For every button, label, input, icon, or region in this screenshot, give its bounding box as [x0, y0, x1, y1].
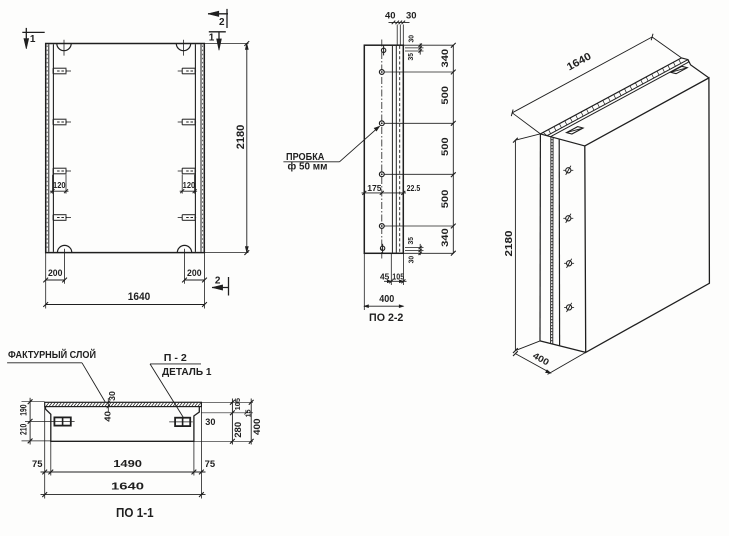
svg-text:120: 120 — [53, 180, 66, 190]
svg-text:400: 400 — [252, 418, 262, 435]
svg-text:1490: 1490 — [113, 458, 142, 470]
svg-text:75: 75 — [32, 459, 43, 470]
svg-text:2: 2 — [215, 275, 221, 286]
svg-text:340: 340 — [440, 228, 451, 247]
svg-text:22.5: 22.5 — [407, 183, 421, 193]
svg-text:105: 105 — [233, 398, 242, 410]
svg-text:200: 200 — [48, 268, 63, 279]
svg-text:ПО 1-1: ПО 1-1 — [116, 506, 154, 520]
svg-text:210: 210 — [19, 424, 29, 435]
svg-text:190: 190 — [19, 405, 29, 416]
svg-text:45: 45 — [380, 271, 390, 281]
svg-text:1: 1 — [30, 34, 36, 45]
svg-text:120: 120 — [183, 180, 196, 190]
svg-text:40: 40 — [385, 10, 396, 21]
svg-text:ДЕТАЛЬ 1: ДЕТАЛЬ 1 — [162, 366, 212, 378]
svg-text:2180: 2180 — [235, 125, 247, 150]
svg-text:2180: 2180 — [504, 230, 515, 257]
svg-text:40: 40 — [104, 410, 113, 421]
svg-text:35: 35 — [408, 237, 415, 245]
svg-text:1640: 1640 — [128, 291, 151, 303]
svg-text:400: 400 — [379, 294, 394, 305]
svg-text:30: 30 — [406, 10, 417, 21]
svg-text:П - 2: П - 2 — [164, 352, 187, 364]
svg-text:105: 105 — [392, 271, 404, 281]
svg-text:280: 280 — [233, 422, 243, 438]
svg-text:500: 500 — [440, 86, 451, 105]
svg-text:30: 30 — [108, 391, 117, 401]
svg-text:1640: 1640 — [565, 50, 594, 73]
svg-text:ПО 2-2: ПО 2-2 — [369, 312, 403, 324]
svg-text:30: 30 — [205, 417, 215, 428]
svg-text:ФАКТУРНЫЙ СЛОЙ: ФАКТУРНЫЙ СЛОЙ — [8, 348, 96, 361]
svg-text:30: 30 — [408, 256, 415, 264]
svg-text:1640: 1640 — [111, 481, 144, 493]
svg-text:340: 340 — [440, 49, 451, 68]
svg-text:500: 500 — [440, 137, 451, 156]
svg-text:500: 500 — [440, 190, 451, 209]
svg-text:1: 1 — [209, 33, 215, 44]
svg-text:30: 30 — [408, 35, 415, 43]
svg-text:400: 400 — [531, 350, 551, 367]
svg-text:200: 200 — [187, 268, 202, 279]
svg-text:ф 50 мм: ф 50 мм — [288, 161, 328, 173]
svg-text:75: 75 — [205, 459, 216, 470]
svg-text:2: 2 — [219, 17, 225, 28]
svg-text:ПРОБКА: ПРОБКА — [286, 152, 324, 163]
svg-text:15: 15 — [244, 409, 253, 417]
svg-text:175: 175 — [367, 183, 382, 193]
svg-text:35: 35 — [408, 53, 415, 61]
